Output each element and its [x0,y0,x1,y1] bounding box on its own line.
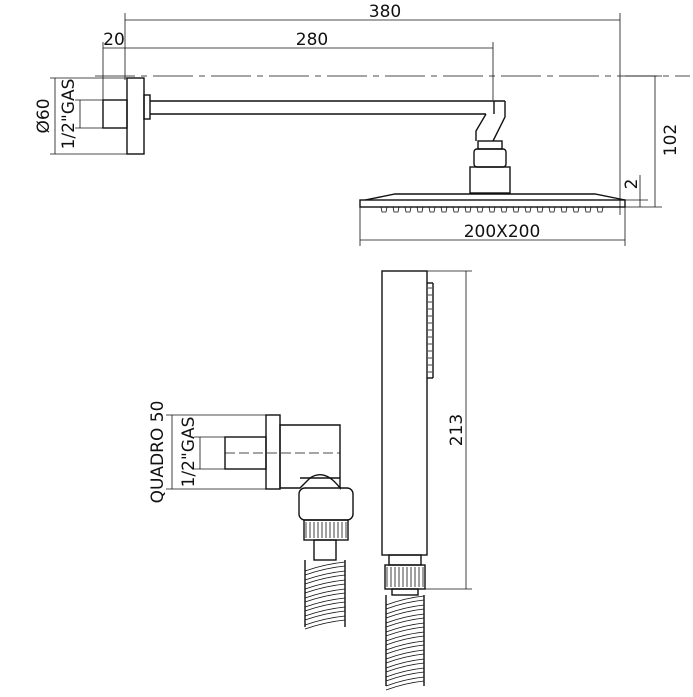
hose-right [385,595,425,691]
dimension-line-hand-shower [425,270,472,590]
dim-arm-length: 280 [296,30,328,50]
flange-thread-stub [102,99,128,129]
dim-flange-diameter: Ø60 [34,98,54,133]
hand-shower-ferrule [391,588,419,596]
hand-connector-ribs [386,567,424,587]
dimension-lines-top [50,13,662,246]
outlet-square-flange [265,414,281,490]
dim-outlet-square: QUADRO 50 [148,401,168,504]
dimension-lines-outlet [166,414,266,490]
dim-flange-offset: 20 [103,30,125,50]
hand-shower-collar [388,554,422,566]
dim-outlet-thread: 1/2"GAS [179,417,199,488]
shower-arm-assembly [102,77,626,213]
shower-head-nozzles [380,206,604,213]
arm-elbow-inner [475,113,487,141]
dim-height: 102 [661,124,681,156]
dim-hand-shower-length: 213 [447,414,467,446]
wall-flange [126,77,145,155]
swivel-nut [473,148,507,168]
hose-nut-ribs [305,522,347,538]
hose-left [304,560,346,630]
dim-head-size: 200X200 [464,222,541,242]
dim-head-thickness: 2 [622,179,642,190]
hand-shower-body [381,270,428,556]
hand-shower-nozzles [428,287,432,373]
swivel-base [469,166,511,194]
wall-outlet-assembly [224,414,354,630]
arm-elbow-outer [492,101,506,142]
arm-collar [143,94,151,120]
hose-connector [298,487,354,521]
shower-head-plate [359,199,626,208]
dim-total-length: 380 [369,2,401,22]
hose-ferrule [313,539,337,561]
hand-shower-assembly [381,270,434,691]
swivel-neck [477,140,503,150]
shower-head-top [364,193,626,201]
dim-flange-thread: 1/2"GAS [59,79,79,150]
